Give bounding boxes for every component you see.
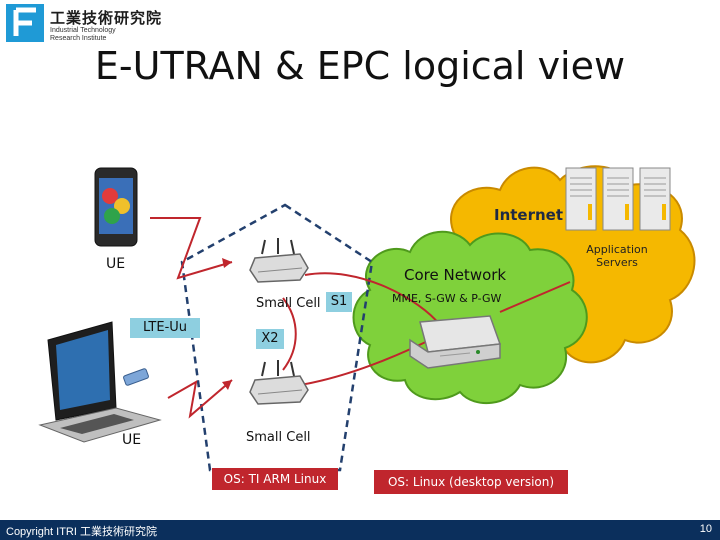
core-server-icon <box>409 315 502 369</box>
itri-logo: 工業技術研究院 Industrial Technology Research I… <box>6 4 206 42</box>
logo-org-name-cn: 工業技術研究院 <box>50 9 163 27</box>
internet-label: Internet <box>494 206 564 224</box>
ue-bottom-label: UE <box>122 432 142 448</box>
small-cell-bottom-label: Small Cell <box>246 430 311 445</box>
logo-org-name-en-line1: Industrial Technology <box>50 27 116 34</box>
app-servers-label-line2: Servers <box>596 256 638 269</box>
page-number: 10 <box>699 523 712 535</box>
copyright-text: Copyright ITRI 工業技術研究院 <box>6 526 157 538</box>
itri-logo-icon <box>6 4 44 42</box>
ue-top-label: UE <box>106 256 126 272</box>
small-cell-top-label: Small Cell <box>256 296 321 311</box>
slide-title: E-UTRAN & EPC logical view <box>94 44 626 88</box>
s1-label: S1 <box>326 292 352 312</box>
core-network-label: Core Network <box>404 266 507 284</box>
wireless-link-top <box>150 217 233 280</box>
x2-link <box>282 297 297 371</box>
laptop-icon <box>38 321 162 443</box>
lte-uu-label: LTE-Uu <box>130 318 200 338</box>
usb-dongle-icon <box>123 368 149 386</box>
os-core-box: OS: Linux (desktop version) <box>374 470 568 494</box>
app-servers-label-line1: Application <box>586 243 648 256</box>
app-servers-label: Application Servers <box>582 243 652 269</box>
os-small-cell-box: OS: TI ARM Linux <box>212 468 338 490</box>
smartphone-icon <box>94 167 138 247</box>
footer-bar <box>0 520 720 540</box>
wireless-link-bottom <box>167 379 233 419</box>
logo-org-name-en-line2: Research Institute <box>50 35 107 42</box>
core-to-internet-link <box>499 281 571 313</box>
x2-label: X2 <box>256 329 284 349</box>
small-cell-router-bottom-icon <box>249 360 309 405</box>
mme-sgw-pgw-label: MME, S-GW & P-GW <box>392 292 502 305</box>
small-cell-boundary <box>180 203 374 472</box>
small-cell-router-top-icon <box>249 238 309 283</box>
application-servers-icon <box>565 167 671 231</box>
